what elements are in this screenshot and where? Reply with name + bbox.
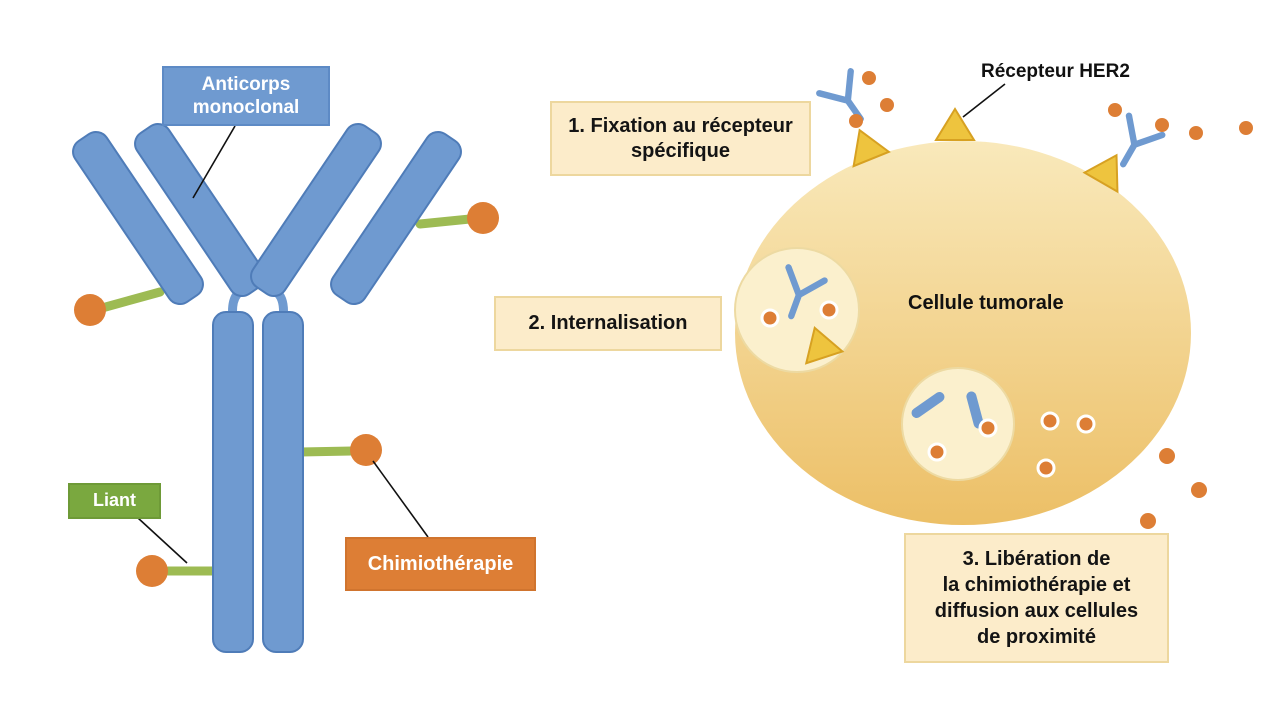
chemo-dot-icon — [819, 300, 839, 320]
chemo-dots-top — [849, 71, 1253, 140]
her2-receptor-icon — [852, 128, 891, 168]
her2-receptor-icon — [934, 107, 976, 141]
step2-internalisation-label: 2. Internalisation — [494, 296, 722, 351]
antibody-arm — [330, 131, 462, 305]
linker-rod — [415, 214, 475, 229]
label-anticorps-monoclonal: Anticorps monoclonal — [162, 66, 330, 126]
chemo-dot-icon — [1155, 118, 1169, 132]
chemo-dot-icon — [862, 71, 876, 85]
pointer-liant — [137, 517, 188, 564]
antibody-fragment-icons — [911, 391, 984, 429]
chemo-dot-icon — [1076, 414, 1096, 434]
chemo-payload-icon — [467, 202, 499, 234]
tumor-cell-label: Cellule tumorale — [908, 292, 1064, 314]
chemo-dot-icon — [1159, 448, 1175, 464]
small-antibody-icon — [1119, 112, 1166, 168]
vesicle-internalisation — [734, 247, 860, 373]
chemo-payload-icon — [350, 434, 382, 466]
chemo-payload-icon — [74, 294, 106, 326]
pointer-recepteur — [962, 83, 1006, 118]
antibody-stem — [262, 311, 304, 653]
step1-fixation-label: 1. Fixation au récepteur spécifique — [550, 101, 811, 176]
label-liant: Liant — [68, 483, 161, 519]
antibody-arm — [134, 123, 266, 297]
her2-receptor-icon — [804, 326, 845, 365]
chemo-dots-inside-cell — [760, 300, 1096, 478]
small-antibody-icons — [785, 68, 1166, 320]
chemo-dot-icon — [927, 442, 947, 462]
chemo-dots-diffusion — [1140, 448, 1207, 529]
chemo-dot-icon — [1140, 513, 1156, 529]
small-antibody-icon — [785, 264, 828, 320]
vesicle-release — [901, 367, 1015, 481]
antibody-fragment-icon — [911, 391, 945, 419]
antibody-fragment-icon — [966, 391, 984, 429]
pointer-chimio — [372, 460, 429, 538]
her2-receptor-label: Récepteur HER2 — [981, 61, 1130, 82]
chemo-dot-icon — [1239, 121, 1253, 135]
linker-rod — [97, 287, 165, 313]
chemo-payload-icons — [74, 202, 499, 587]
pointer-anticorps — [192, 125, 236, 199]
tumor-cell-body — [735, 141, 1191, 525]
chemo-dot-icon — [978, 418, 998, 438]
chemo-dot-icon — [849, 114, 863, 128]
chemo-dot-icon — [1108, 103, 1122, 117]
pointer-lines — [137, 83, 1006, 564]
chemo-payload-icon — [136, 555, 168, 587]
label-chimiotherapie: Chimiothérapie — [345, 537, 536, 591]
chemo-dot-icon — [1036, 458, 1056, 478]
chemo-dot-icon — [1040, 411, 1060, 431]
chemo-dot-icon — [1189, 126, 1203, 140]
her2-receptor-icons — [804, 107, 1119, 365]
step3-liberation-label: 3. Libération de la chimiothérapie et di… — [904, 533, 1169, 663]
antibody-stem — [212, 311, 254, 653]
linker-rods — [97, 214, 475, 576]
tumor-cell-graphic — [734, 68, 1253, 529]
antibody-graphic — [72, 123, 499, 653]
antibody-arm — [250, 123, 382, 297]
antibody-arm — [72, 131, 204, 305]
her2-receptor-icon — [1082, 153, 1119, 194]
chemo-dot-icon — [1191, 482, 1207, 498]
linker-rod — [295, 446, 357, 457]
chemo-dot-icon — [880, 98, 894, 112]
chemo-dot-icon — [760, 308, 780, 328]
